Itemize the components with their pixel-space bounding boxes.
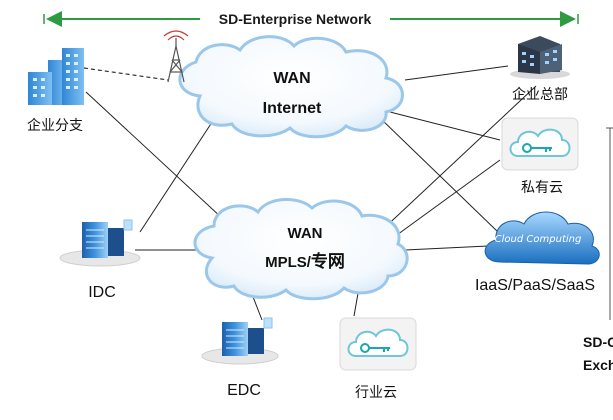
title-arrow	[43, 11, 579, 27]
side-text-line2: Excha	[583, 357, 613, 373]
internet-cloud-line1: WAN	[273, 70, 310, 87]
private-cloud-label: 私有云	[521, 180, 563, 196]
wireless-link	[83, 67, 169, 81]
side-bracket	[606, 127, 613, 320]
mpls-cloud-line1: WAN	[288, 225, 323, 242]
connection-lines	[85, 65, 537, 321]
cell-tower-icon	[163, 30, 189, 83]
branch-label: 企业分支	[27, 117, 83, 134]
private-network-label: 专网	[311, 251, 345, 272]
industry-cloud-icon	[339, 317, 417, 371]
diagram-title: SD-Enterprise Network	[219, 11, 372, 27]
industry-cloud-label: 行业云	[355, 385, 397, 401]
line-hq-mpls	[379, 85, 537, 233]
mpls-cloud: WAN MPLS/专网	[193, 197, 409, 301]
cloud-computing-logo-text: Cloud Computing	[495, 234, 582, 245]
public-cloud-label: IaaS/PaaS/SaaS	[475, 277, 595, 294]
line-internet-public	[379, 117, 499, 233]
mpls-label: MPLS/	[265, 254, 312, 271]
edc-label: EDC	[227, 382, 261, 399]
branch-building-icon	[28, 48, 84, 105]
line-private-mpls	[389, 159, 501, 241]
side-text-line1: SD-C	[583, 334, 613, 350]
idc-label: IDC	[88, 284, 116, 301]
line-public-mpls	[404, 245, 489, 251]
idc-server-icon	[59, 219, 141, 267]
hq-label: 企业总部	[512, 86, 568, 103]
mpls-cloud-line2: MPLS/专网	[265, 251, 345, 272]
line-internet-idc	[139, 109, 221, 233]
internet-cloud-line2: Internet	[263, 100, 322, 117]
private-cloud-icon	[501, 117, 579, 171]
public-cloud-icon: Cloud Computing	[484, 211, 600, 265]
internet-cloud: WAN Internet	[178, 35, 404, 139]
edc-server-icon	[201, 317, 279, 365]
line-internet-private	[389, 111, 501, 141]
line-internet-hq	[404, 65, 509, 81]
hq-building-icon	[510, 36, 570, 79]
